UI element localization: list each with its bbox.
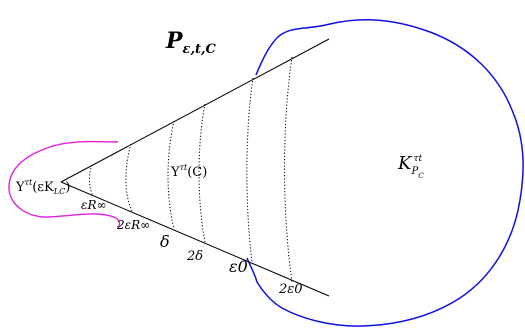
arc-2eps-r-inf — [125, 143, 133, 212]
gamma-mid-label: Υτt(C) — [170, 163, 207, 180]
gamma-left-label: Υτt(εKLC) — [15, 178, 70, 196]
title-label: Pε,t,C — [165, 28, 217, 57]
eps0-label: ε0 — [229, 257, 248, 276]
arc-eps-r-inf — [89, 164, 94, 197]
lower-ray — [60, 181, 330, 297]
magenta-curve — [8, 140, 121, 228]
two-delta-label: 2δ — [186, 249, 203, 264]
blue-curve — [246, 19, 524, 327]
k-label: KPCτt — [397, 153, 424, 180]
delta-label: δ — [160, 232, 170, 251]
two-eps-r-inf-label: 2εR∞ — [116, 218, 150, 232]
arc-delta — [167, 120, 175, 230]
upper-ray — [60, 38, 330, 183]
two-eps0-label: 2ε0 — [278, 282, 303, 297]
arc-2eps0 — [284, 56, 293, 283]
arc-eps0 — [246, 77, 254, 263]
eps-r-inf-label: εR∞ — [81, 198, 106, 212]
